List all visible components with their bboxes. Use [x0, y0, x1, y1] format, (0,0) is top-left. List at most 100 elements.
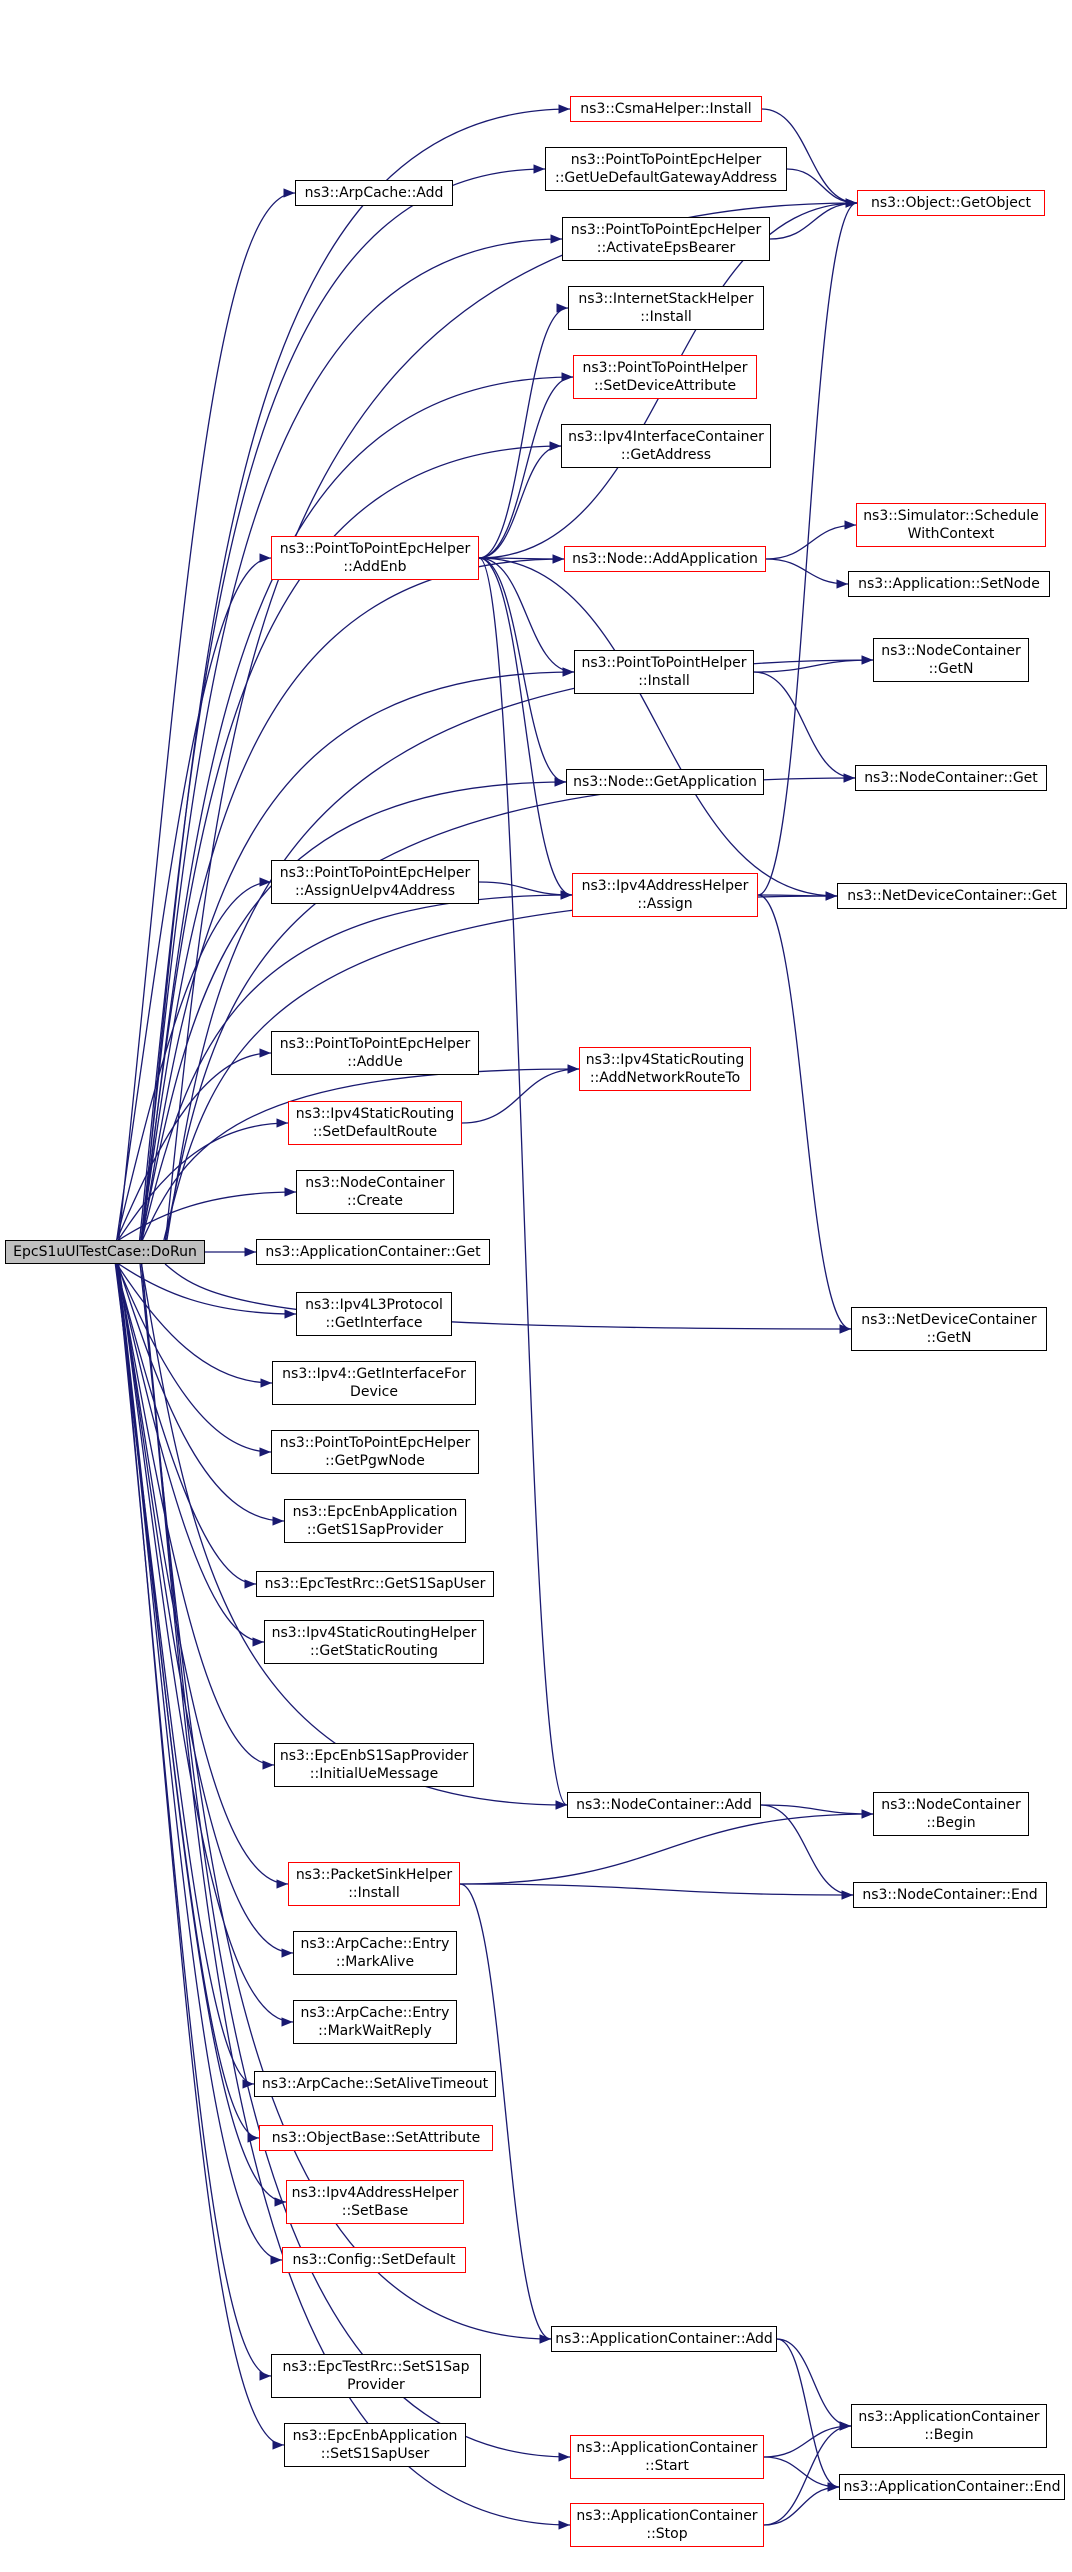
node-arpcache-entry-markalive[interactable]: ns3::ArpCache::Entry ::MarkAlive: [293, 1931, 457, 1975]
node-enbapp-sets1sapuser[interactable]: ns3::EpcEnbApplication ::SetS1SapUser: [284, 2423, 466, 2467]
edge-node_addapp-to-app_setnode: [765, 558, 849, 589]
node-testrrc-gets1sapuser[interactable]: ns3::EpcTestRrc::GetS1SapUser: [256, 1571, 494, 1597]
edge-root-to-p2p_setdeviceattr: [141, 372, 574, 1241]
node-nodecontainer-add[interactable]: ns3::NodeContainer::Add: [567, 1792, 761, 1818]
edge-root-to-ipv4addr_assign: [141, 890, 573, 1241]
node-csma-helper-install[interactable]: ns3::CsmaHelper::Install: [570, 96, 762, 122]
edge-root-to-addenb: [116, 553, 272, 1241]
node-ipv4addresshelper-setbase[interactable]: ns3::Ipv4AddressHelper ::SetBase: [286, 2180, 464, 2224]
node-testrrc-sets1sapprovider[interactable]: ns3::EpcTestRrc::SetS1Sap Provider: [271, 2354, 481, 2398]
node-objectbase-setattribute[interactable]: ns3::ObjectBase::SetAttribute: [259, 2125, 493, 2151]
edge-root-to-arp_markwaitreply: [117, 1263, 294, 2027]
edge-activate_eps-to-object_getobject: [769, 198, 858, 240]
edge-root-to-node_getapp: [140, 777, 567, 1241]
edge-addenb-to-internetstack_install: [478, 303, 569, 559]
edge-packetsink_install-to-nc_end: [459, 1883, 854, 1900]
node-set-default-route[interactable]: ns3::Ipv4StaticRouting ::SetDefaultRoute: [288, 1101, 462, 1145]
edge-node_addapp-to-sim_schedule: [765, 520, 857, 560]
edge-p2p_install-to-nc_get: [753, 671, 856, 783]
node-add-network-route-to[interactable]: ns3::Ipv4StaticRouting ::AddNetworkRoute…: [579, 1047, 751, 1091]
node-internetstack-install[interactable]: ns3::InternetStackHelper ::Install: [568, 286, 764, 330]
edge-root-to-appc_add: [139, 1263, 552, 2344]
node-ipv4-interface-getaddress[interactable]: ns3::Ipv4InterfaceContainer ::GetAddress: [561, 424, 771, 468]
edge-root-to-assign_ue_ipv4: [116, 877, 272, 1241]
edge-addenb-to-node_getapp: [478, 557, 567, 787]
node-arpcache-entry-markwaitreply[interactable]: ns3::ArpCache::Entry ::MarkWaitReply: [293, 2000, 457, 2044]
node-node-addapplication[interactable]: ns3::Node::AddApplication: [564, 546, 766, 572]
edge-addenb-to-ndc_get: [478, 557, 838, 901]
edge-root-to-addue: [116, 1048, 272, 1241]
node-nodecontainer-end[interactable]: ns3::NodeContainer::End: [853, 1882, 1047, 1908]
node-applicationcontainer-add[interactable]: ns3::ApplicationContainer::Add: [551, 2326, 777, 2352]
node-enbapp-gets1sapprovider[interactable]: ns3::EpcEnbApplication ::GetS1SapProvide…: [284, 1499, 466, 1543]
edge-root-to-ipv4_getiffordev: [116, 1263, 273, 1388]
node-netdevicecontainer-get[interactable]: ns3::NetDeviceContainer::Get: [837, 883, 1067, 909]
edge-addenb-to-nc_add: [478, 557, 568, 1810]
edge-appc_start-to-appc_end: [763, 2456, 840, 2492]
node-netdevicecontainer-getn[interactable]: ns3::NetDeviceContainer ::GetN: [851, 1307, 1047, 1351]
edge-root-to-arp_markalive: [117, 1263, 294, 1958]
edge-appc_start-to-appc_begin: [763, 2421, 852, 2458]
node-applicationcontainer-get[interactable]: ns3::ApplicationContainer::Get: [256, 1239, 490, 1265]
node-application-setnode[interactable]: ns3::Application::SetNode: [848, 571, 1050, 597]
edge-root-to-enbapp_gets1sap: [117, 1263, 285, 1526]
edge-root-to-p2p_install: [141, 667, 575, 1241]
edge-root-to-ipv4l3_getif: [118, 1263, 297, 1319]
node-simulator-schedule-withcontext[interactable]: ns3::Simulator::Schedule WithContext: [856, 503, 1046, 547]
edge-root-to-enbapp_sets1sapuser: [117, 1263, 285, 2450]
node-nodecontainer-begin[interactable]: ns3::NodeContainer ::Begin: [873, 1792, 1029, 1836]
node-get-ue-default-gateway[interactable]: ns3::PointToPointEpcHelper ::GetUeDefaul…: [545, 147, 787, 191]
node-p2p-set-device-attribute[interactable]: ns3::PointToPointHelper ::SetDeviceAttri…: [573, 355, 757, 399]
node-ipv4addresshelper-assign[interactable]: ns3::Ipv4AddressHelper ::Assign: [572, 873, 758, 917]
edge-assign_ue_ipv4-to-ipv4addr_assign: [478, 881, 573, 900]
node-config-setdefault[interactable]: ns3::Config::SetDefault: [282, 2247, 466, 2273]
edge-nc_add-to-nc_end: [760, 1804, 854, 1900]
node-applicationcontainer-start[interactable]: ns3::ApplicationContainer ::Start: [570, 2435, 764, 2479]
edge-root-to-addnetworkroute: [141, 1064, 580, 1241]
edge-addenb-to-p2p_setdeviceattr: [478, 372, 574, 559]
edge-setdefaultroute-to-addnetworkroute: [461, 1064, 580, 1124]
edge-addenb-to-ipv4ic_getaddress: [478, 441, 562, 559]
edge-root-to-arpcache_add: [118, 188, 296, 1241]
edge-root-to-setdefaultroute: [117, 1118, 289, 1241]
node-nodecontainer-getn[interactable]: ns3::NodeContainer ::GetN: [873, 638, 1029, 682]
edge-addenb-to-p2p_install: [478, 557, 575, 677]
node-assign-ue-ipv4-address[interactable]: ns3::PointToPointEpcHelper ::AssignUeIpv…: [271, 860, 479, 904]
node-packetsinkhelper-install[interactable]: ns3::PacketSinkHelper ::Install: [288, 1862, 460, 1906]
edge-ipv4addr_assign-to-object_getobject: [757, 198, 858, 896]
edge-packetsink_install-to-nc_begin: [459, 1809, 874, 1885]
node-initialuemessage[interactable]: ns3::EpcEnbS1SapProvider ::InitialUeMess…: [274, 1743, 474, 1787]
node-arpcache-setalivetimeout[interactable]: ns3::ArpCache::SetAliveTimeout: [254, 2071, 496, 2097]
node-node-getapplication[interactable]: ns3::Node::GetApplication: [566, 769, 764, 795]
node-p2p-install[interactable]: ns3::PointToPointHelper ::Install: [574, 650, 754, 694]
node-getpgwnode[interactable]: ns3::PointToPointEpcHelper ::GetPgwNode: [271, 1430, 479, 1474]
edge-root-to-ipv4addr_setbase: [117, 1263, 287, 2207]
edge-ipv4addr_assign-to-ndc_getn: [757, 894, 852, 1334]
edge-root-to-packetsink_install: [117, 1263, 289, 1889]
edge-appc_add-to-appc_end: [776, 2338, 840, 2492]
edge-root-to-activate_eps: [140, 234, 563, 1241]
edge-root-to-initialuemessage: [116, 1263, 275, 1770]
node-addue[interactable]: ns3::PointToPointEpcHelper ::AddUe: [271, 1031, 479, 1075]
edge-p2p_install-to-nc_getn: [753, 655, 874, 673]
node-activate-eps-bearer[interactable]: ns3::PointToPointEpcHelper ::ActivateEps…: [562, 217, 770, 261]
node-getstaticrouting[interactable]: ns3::Ipv4StaticRoutingHelper ::GetStatic…: [264, 1620, 484, 1664]
node-applicationcontainer-end[interactable]: ns3::ApplicationContainer::End: [839, 2474, 1065, 2500]
node-ipv4l3protocol-getinterface[interactable]: ns3::Ipv4L3Protocol ::GetInterface: [296, 1292, 452, 1336]
node-arpcache-add[interactable]: ns3::ArpCache::Add: [295, 180, 453, 206]
node-object-getobject[interactable]: ns3::Object::GetObject: [857, 190, 1045, 216]
node-nodecontainer-create[interactable]: ns3::NodeContainer ::Create: [296, 1170, 454, 1214]
node-nodecontainer-get[interactable]: ns3::NodeContainer::Get: [855, 765, 1047, 791]
node-ipv4-getinterfacefordevice[interactable]: ns3::Ipv4::GetInterfaceFor Device: [272, 1361, 476, 1405]
node-addenb[interactable]: ns3::PointToPointEpcHelper ::AddEnb: [271, 536, 479, 580]
edge-packetsink_install-to-appc_add: [459, 1883, 552, 2344]
node-applicationcontainer-begin[interactable]: ns3::ApplicationContainer ::Begin: [851, 2404, 1047, 2448]
edge-root-to-getstaticrouting: [115, 1263, 265, 1647]
edge-root-to-csma_install: [141, 104, 571, 1241]
edge-root-to-nc_getn: [166, 655, 874, 1241]
edge-appc_stop-to-appc_begin: [763, 2421, 852, 2526]
edge-csma_install-to-object_getobject: [761, 108, 858, 208]
edge-root-to-nc_add: [140, 1263, 568, 1810]
node-applicationcontainer-stop[interactable]: ns3::ApplicationContainer ::Stop: [570, 2503, 764, 2547]
edge-ipv4addr_assign-to-ndc_get: [757, 891, 838, 901]
